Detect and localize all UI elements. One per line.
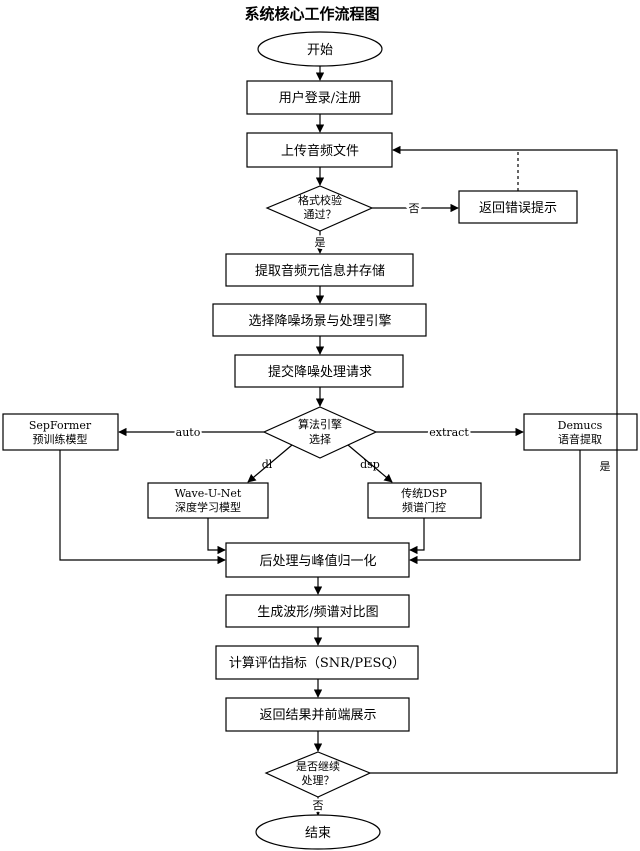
dsp-line1: 传统DSP (401, 487, 447, 500)
edge-loop-yes-label: 是 (600, 460, 611, 473)
demucs-line2: 语音提取 (558, 432, 602, 446)
continue-check-node: 是否继续 处理？ (264, 751, 372, 798)
edge-yes-label: 是 (315, 236, 326, 249)
submit-label: 提交降噪处理请求 (268, 364, 372, 380)
edge-no-label: 否 (409, 202, 420, 215)
edge-dsp-label: dsp (360, 458, 380, 471)
return-result-node: 返回结果并前端展示 (225, 697, 410, 732)
extract-meta-node: 提取音频元信息并存储 (225, 253, 414, 287)
return-error-label: 返回错误提示 (479, 200, 557, 216)
waveunet-node: Wave-U-Net 深度学习模型 (147, 482, 269, 519)
submit-node: 提交降噪处理请求 (234, 354, 404, 388)
metrics-label: 计算评估指标（SNR/PESQ） (229, 656, 405, 671)
gen-plot-node: 生成波形/频谱对比图 (225, 594, 410, 628)
engine-select-line1: 算法引擎 (298, 417, 342, 431)
demucs-node: Demucs 语音提取 (523, 413, 638, 451)
format-check-line1: 格式校验 (298, 193, 342, 207)
postprocess-label: 后处理与峰值归一化 (259, 553, 376, 569)
select-scene-label: 选择降噪场景与处理引擎 (248, 314, 391, 329)
engine-select-line2: 选择 (309, 432, 331, 446)
waveunet-line2: 深度学习模型 (175, 500, 241, 514)
continue-check-line1: 是否继续 (296, 759, 340, 773)
return-error-node: 返回错误提示 (458, 190, 578, 224)
upload-node: 上传音频文件 (246, 132, 393, 168)
login-node: 用户登录/注册 (246, 80, 393, 115)
continue-check-line2: 处理？ (302, 774, 335, 787)
end-label: 结束 (305, 826, 331, 841)
sepformer-line1: SepFormer (29, 419, 92, 432)
format-check-node: 格式校验 通过？ (265, 185, 374, 232)
metrics-node: 计算评估指标（SNR/PESQ） (215, 645, 419, 680)
edge-end-no-label: 否 (313, 799, 324, 812)
gen-plot-label: 生成波形/频谱对比图 (257, 605, 378, 620)
page-title: 系统核心工作流程图 (244, 5, 379, 23)
dsp-line2: 频谱门控 (402, 500, 446, 514)
dsp-node: 传统DSP 频谱门控 (367, 482, 482, 519)
upload-label: 上传音频文件 (281, 143, 359, 159)
return-result-label: 返回结果并前端展示 (259, 707, 376, 723)
edge-auto-label: auto (176, 426, 201, 439)
demucs-line1: Demucs (558, 419, 603, 432)
start-node: 开始 (257, 31, 383, 67)
login-label: 用户登录/注册 (279, 90, 361, 106)
edge-dl-label: dl (262, 458, 273, 471)
engine-select-node: 算法引擎 选择 (262, 406, 378, 459)
format-check-line2: 通过？ (304, 208, 337, 221)
select-scene-node: 选择降噪场景与处理引擎 (212, 303, 427, 337)
waveunet-line1: Wave-U-Net (175, 487, 242, 500)
postprocess-node: 后处理与峰值归一化 (225, 542, 410, 578)
start-label: 开始 (307, 43, 333, 58)
edge-extract-label: extract (429, 426, 469, 439)
extract-meta-label: 提取音频元信息并存储 (255, 263, 385, 279)
sepformer-node: SepFormer 预训练模型 (2, 413, 119, 451)
sepformer-line2: 预训练模型 (33, 432, 88, 446)
end-node: 结束 (255, 814, 381, 850)
